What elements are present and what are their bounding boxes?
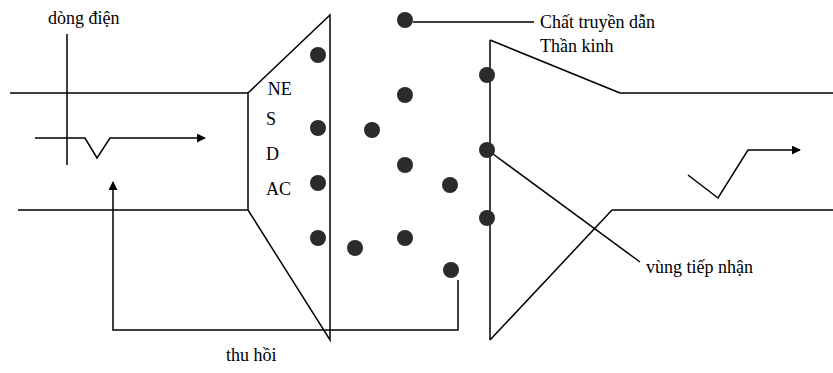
annotation-label: thu hồi [226, 343, 346, 367]
annotation-label: vùng tiếp nhận [646, 255, 826, 279]
transmitter-dot [397, 230, 413, 246]
annotation-label: dòng điện [48, 6, 168, 30]
terminal-outline [248, 15, 332, 340]
leader-line [493, 154, 640, 262]
transmitter-dot [347, 240, 363, 256]
receptor-dot [479, 142, 495, 158]
vesicle [310, 230, 326, 246]
vesicle [310, 47, 326, 63]
transmitter-dot [397, 12, 413, 28]
axon-membrane [18, 209, 248, 211]
transmitter-dot [442, 177, 458, 193]
transmitter-dot [397, 157, 413, 173]
axon-membrane [10, 92, 248, 94]
postsynaptic-membrane [490, 210, 612, 340]
dendrite-membrane [612, 209, 833, 211]
transmitter-dot [364, 122, 380, 138]
postsynaptic-membrane [489, 40, 491, 340]
vesicle [310, 175, 326, 191]
signal-arrow [688, 150, 800, 198]
transmitter-dot [443, 262, 459, 278]
terminal-outline [248, 15, 330, 340]
reuptake-arrow [113, 182, 458, 330]
vesicle [310, 120, 326, 136]
transmitter-name: S [266, 108, 276, 130]
transmitter-name: D [266, 143, 279, 165]
dendrite-membrane [620, 92, 833, 94]
leader-line [66, 34, 68, 165]
transmitter-dot [397, 87, 413, 103]
transmitter-name: AC [266, 178, 291, 200]
receptor-dot [479, 67, 495, 83]
annotation-label: Chất truyền dẫn Thần kinh [540, 10, 685, 58]
signal-arrow [35, 138, 205, 158]
leader-line [413, 21, 534, 23]
transmitter-name: NE [268, 78, 292, 100]
presynaptic-terminal: NE SD AC [248, 15, 332, 340]
receptor-dot [479, 210, 495, 226]
